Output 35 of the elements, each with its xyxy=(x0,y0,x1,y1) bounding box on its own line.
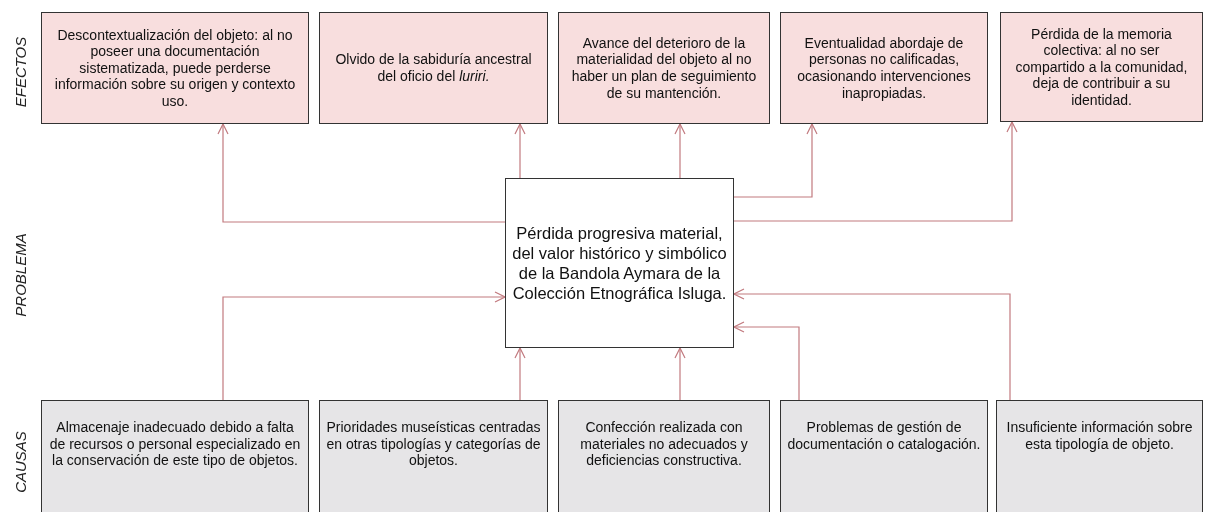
effect-box xyxy=(41,12,309,124)
effect-box xyxy=(1000,12,1203,122)
cause-box xyxy=(996,400,1203,512)
arrow xyxy=(733,288,1011,401)
effect-text: Eventualidad abordaje de personas no calificadas, ocasionando intervenciones inapropiadas. xyxy=(796,34,972,102)
row-heading: PROBLEMA xyxy=(11,233,29,317)
effect-text: Pérdida de la memoria colectiva: al no ser compartido a la comunidad, deja de contribuir a su identidad. xyxy=(1014,25,1189,109)
cause-box xyxy=(558,400,770,512)
cause-text: Confección realizada con materiales no adecuados y deficiencias constructiva. xyxy=(579,419,749,469)
problem-text: Pérdida progresiva material, del valor histórico y simbólico de la Bandola Aymara de la Colección Etnográfica Isluga. xyxy=(512,222,727,304)
effect-text: Avance del deterioro de la materialidad del objeto al no haber un plan de seguimiento de su mantención. xyxy=(570,34,758,102)
cause-text: Almacenaje inadecuado debido a falta de recursos o personal especializado en la conservación de este tipo de objetos. xyxy=(48,419,302,469)
cause-text: Problemas de gestión de documentación o catalogación. xyxy=(787,419,981,453)
row-heading: EFECTOS xyxy=(11,36,29,108)
arrow xyxy=(217,123,506,223)
effect-box xyxy=(558,12,770,124)
row-heading: CAUSAS xyxy=(11,431,29,493)
arrow xyxy=(674,347,686,401)
cause-box xyxy=(780,400,988,512)
cause-text: Prioridades museísticas centradas en otras tipologías y categorías de objetos. xyxy=(326,419,541,469)
arrow xyxy=(733,123,818,198)
effect-box xyxy=(319,12,548,124)
arrow xyxy=(733,321,800,401)
effect-box xyxy=(780,12,988,124)
effect-text: Descontextualización del objeto: al no poseer una documentación sistematizada, puede perderse información sobre su origen y contexto uso. xyxy=(53,26,297,110)
cause-box xyxy=(41,400,309,512)
cause-box xyxy=(319,400,548,512)
arrow xyxy=(514,347,526,401)
arrow xyxy=(514,123,526,179)
arrow xyxy=(222,291,506,401)
cause-text: Insuficiente información sobre esta tipología de objeto. xyxy=(1005,419,1194,453)
effect-text: Olvido de la sabiduría ancestral del oficio del luriri. xyxy=(334,51,533,85)
problem-box xyxy=(505,178,734,348)
arrow xyxy=(733,121,1018,222)
arrow xyxy=(674,123,686,179)
